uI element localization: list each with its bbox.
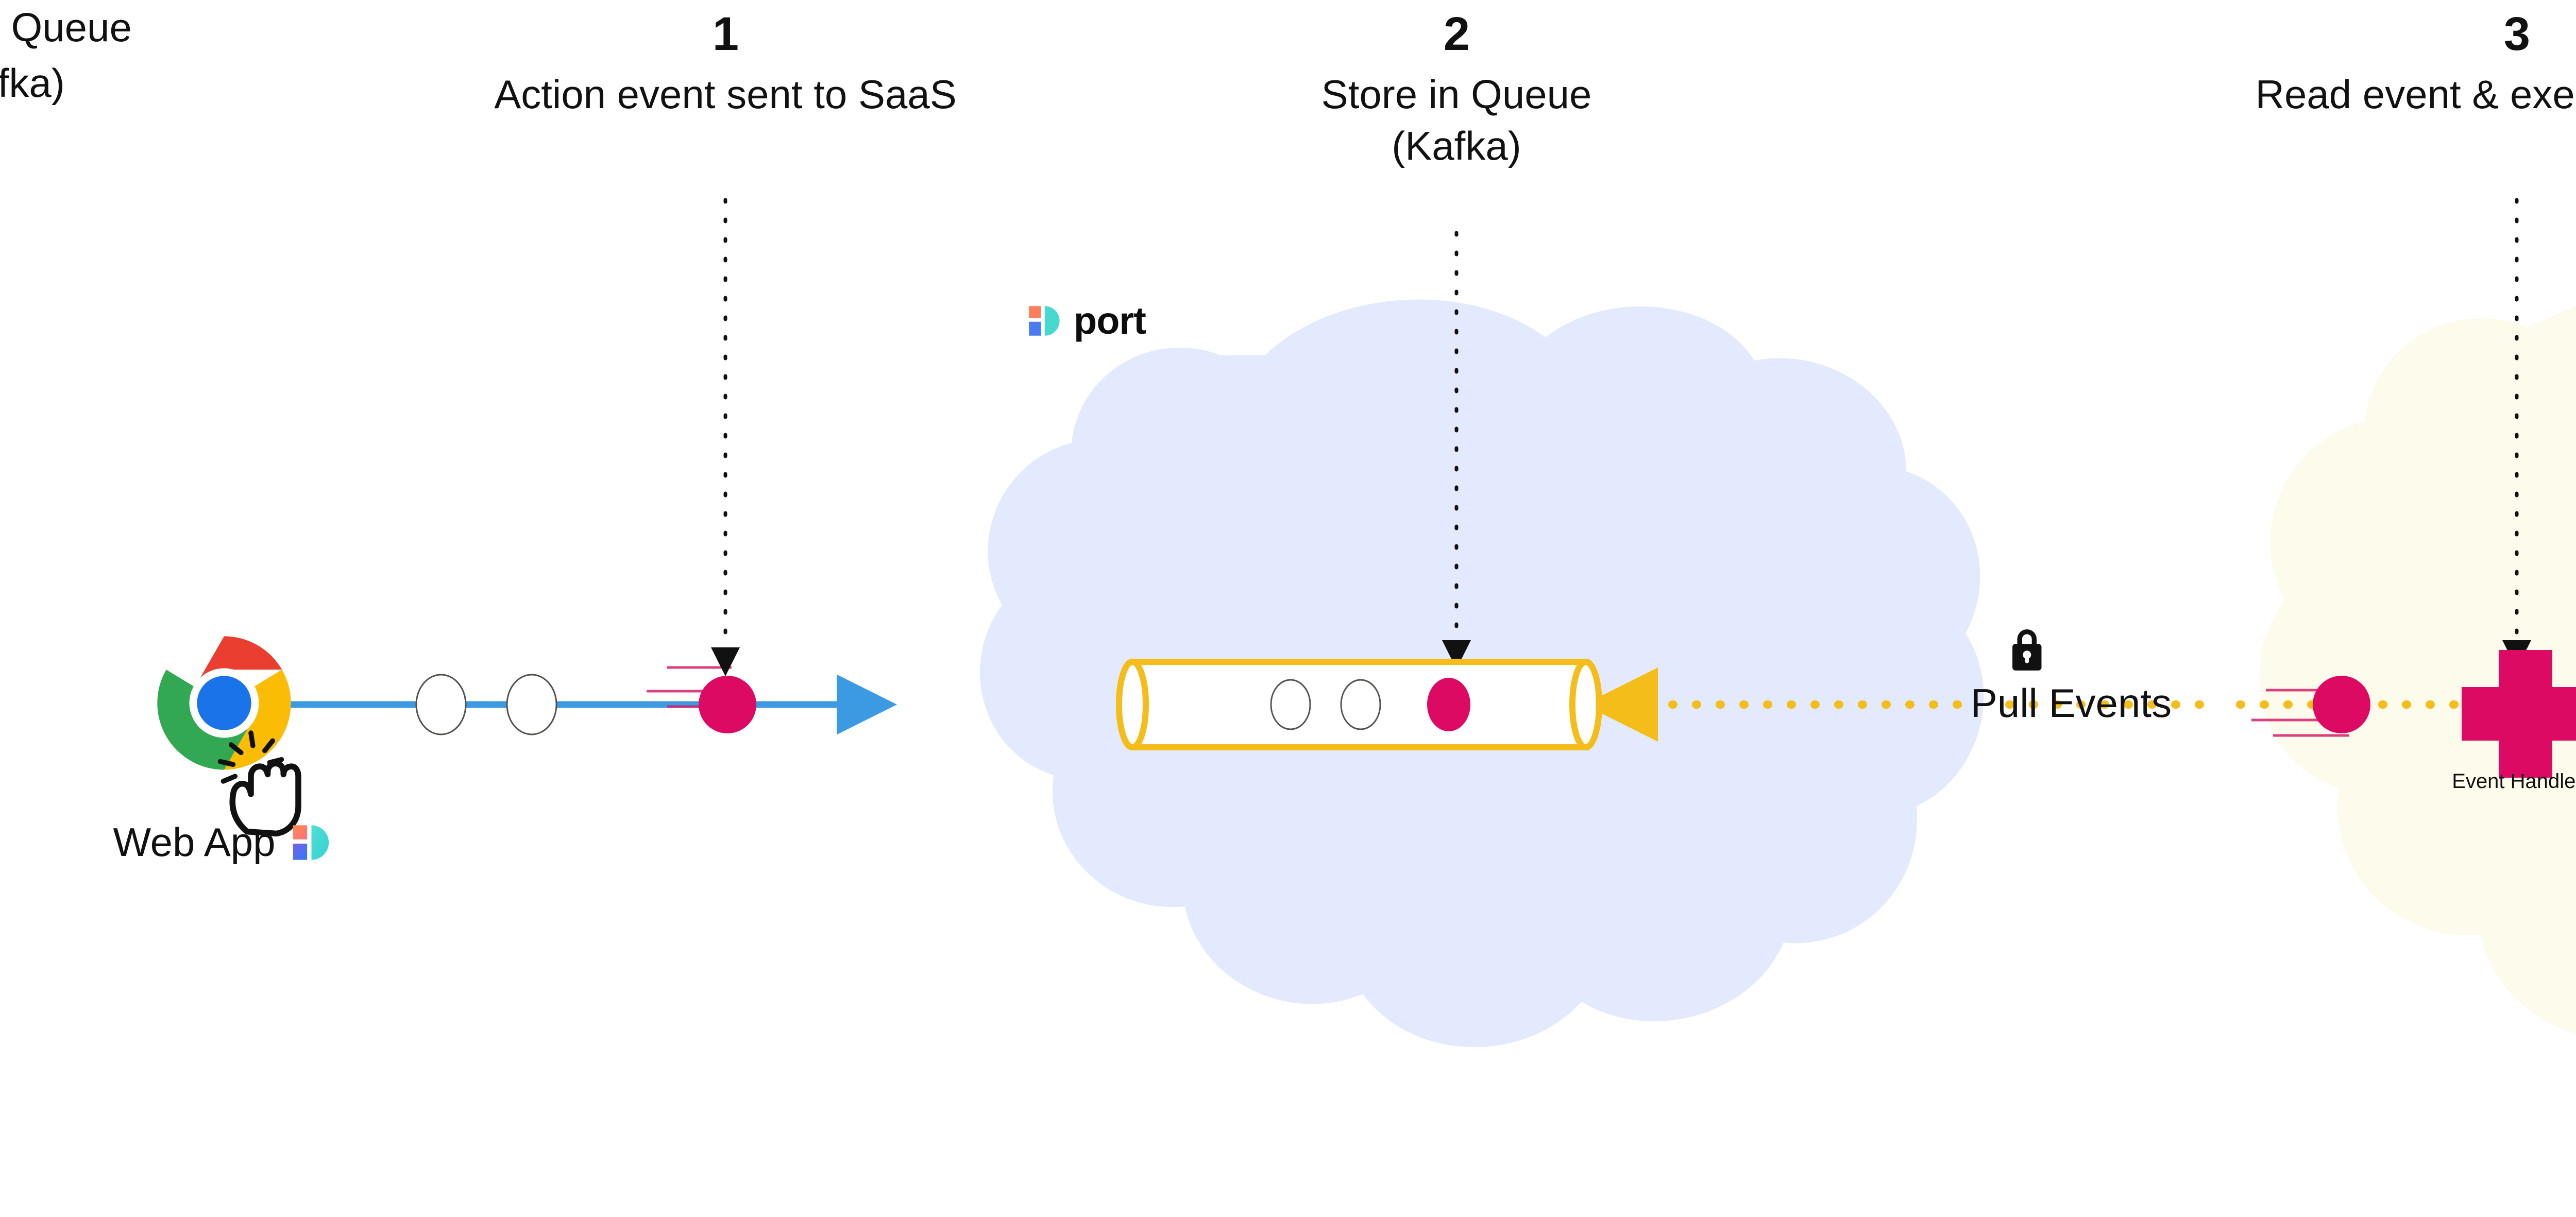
step-2-label-line1: Store in Queue <box>1321 72 1592 117</box>
click-hand-cursor-icon <box>217 730 301 837</box>
actions-queue-subtitle: (Kafka) <box>0 60 65 106</box>
event-slot-empty <box>506 674 557 735</box>
lock-icon <box>2012 629 2042 671</box>
event-dot-in-transit <box>699 676 756 733</box>
runner-cloud-shape <box>2259 305 2576 1035</box>
actions-queue-caption: Actions Queue (Kafka) <box>0 0 1744 111</box>
queue-slot-empty <box>1340 679 1381 730</box>
event-slot-empty <box>415 674 467 735</box>
event-handler-icon <box>2462 650 2576 778</box>
actions-queue-title: Actions Queue <box>0 5 132 50</box>
step-3-number: 3 <box>2503 8 2530 60</box>
step-1-number: 1 <box>712 8 739 60</box>
step-2-number: 2 <box>1443 8 1470 60</box>
step-3-header: 3 Read event & execute runner <box>2256 10 2576 121</box>
queue-slot-empty <box>1270 679 1311 730</box>
step-3-label: Read event & execute runner <box>2255 72 2576 117</box>
pull-events-label: Pull Events <box>1970 680 2172 726</box>
web-app-caption: Web App <box>113 819 332 866</box>
step-2-header: 2 Store in Queue (Kafka) <box>1321 10 1592 172</box>
actions-queue-cylinder <box>1116 659 1602 750</box>
step-1-header: 1 Action event sent to SaaS <box>494 10 957 121</box>
port-logo-icon <box>293 825 329 860</box>
port-logo-icon <box>1029 305 1060 336</box>
step-2-label-line2: (Kafka) <box>1392 123 1521 168</box>
event-dot-pulled <box>2313 676 2370 733</box>
event-handler-label: Event Handler <box>2452 770 2576 793</box>
saas-brand-label: port <box>1074 299 1146 342</box>
step-1-label: Action event sent to SaaS <box>494 72 957 117</box>
queue-slot-filled <box>1427 678 1470 731</box>
web-app-label: Web App <box>113 819 276 865</box>
saas-brand: port <box>1025 299 1146 342</box>
